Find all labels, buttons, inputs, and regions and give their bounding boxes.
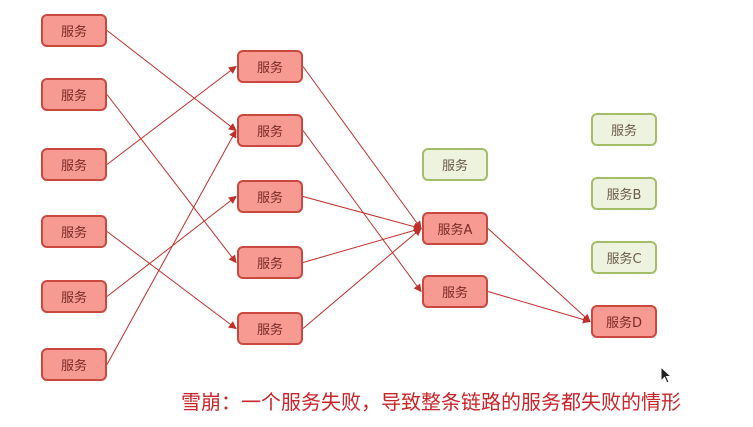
service-node-c1-6: 服务 xyxy=(41,348,107,381)
edge-c2-2-to-c3-3 xyxy=(302,130,422,293)
service-node-c1-4: 服务 xyxy=(41,215,107,248)
service-node-c4-d: 服务D xyxy=(591,305,657,338)
service-node-c4-c: 服务C xyxy=(591,241,657,274)
service-node-c2-4: 服务 xyxy=(237,246,303,279)
service-node-c1-5: 服务 xyxy=(41,280,107,313)
service-node-c2-5: 服务 xyxy=(237,312,303,345)
edge-c2-4-to-c3-a xyxy=(302,226,422,263)
service-node-c1-3: 服务 xyxy=(41,148,107,181)
edge-c1-2-to-c2-4 xyxy=(106,94,237,264)
service-node-c1-1: 服务 xyxy=(41,14,107,47)
service-node-c4-1: 服务 xyxy=(591,113,657,146)
edge-c1-1-to-c2-2 xyxy=(106,30,237,132)
edge-c1-6-to-c2-2 xyxy=(106,129,237,365)
service-node-c4-b: 服务B xyxy=(591,177,657,210)
edge-c2-3-to-c3-a xyxy=(302,196,422,231)
caption: 雪崩：一个服务失败，导致整条链路的服务都失败的情形 xyxy=(181,390,681,414)
edge-c1-3-to-c2-1 xyxy=(106,65,237,165)
service-node-c1-2: 服务 xyxy=(41,78,107,111)
edge-c3-a-to-c4-d xyxy=(487,228,591,323)
service-node-c3-1: 服务 xyxy=(422,148,488,181)
edge-c2-5-to-c3-a xyxy=(302,227,422,329)
edge-c2-1-to-c3-a xyxy=(302,66,422,230)
edge-c3-3-to-c4-d xyxy=(487,291,591,324)
service-node-c2-2: 服务 xyxy=(237,114,303,147)
edge-c1-4-to-c2-5 xyxy=(106,231,237,330)
service-node-c2-1: 服务 xyxy=(237,50,303,83)
service-node-c3-a: 服务A xyxy=(422,212,488,245)
service-node-c2-3: 服务 xyxy=(237,180,303,213)
service-node-c3-3: 服务 xyxy=(422,275,488,308)
mouse-cursor-icon xyxy=(660,366,672,384)
